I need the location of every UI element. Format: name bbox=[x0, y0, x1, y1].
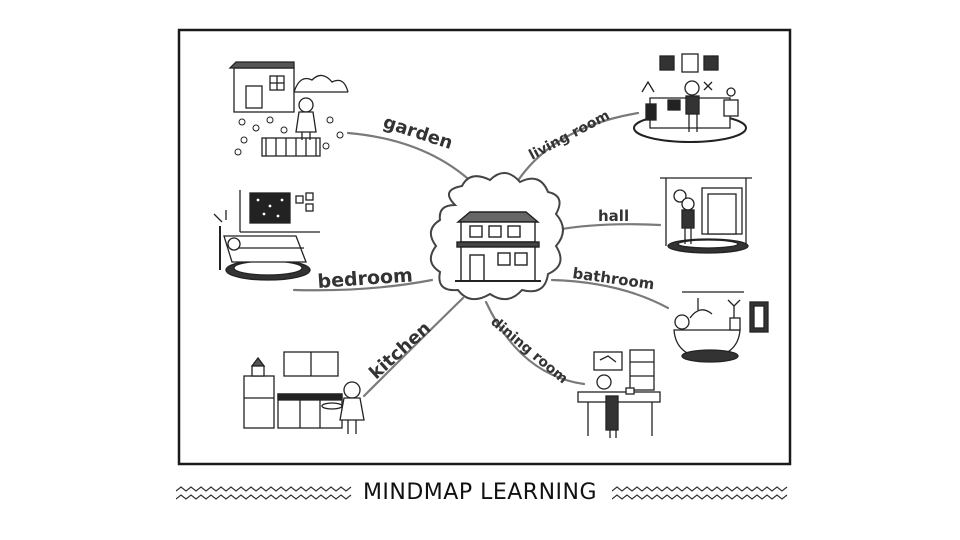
footer-title: MINDMAP LEARNING bbox=[356, 480, 604, 505]
branch-label-kitchen: kitchen bbox=[365, 318, 435, 384]
living-room-scene-icon bbox=[633, 53, 747, 143]
connector-dining-room bbox=[484, 300, 586, 386]
hall-scene-icon bbox=[660, 177, 752, 254]
connector-living-room bbox=[510, 111, 640, 192]
kitchen-scene-icon bbox=[243, 351, 365, 434]
garden-scene-icon bbox=[228, 61, 349, 157]
connector-hall bbox=[554, 223, 662, 232]
bedroom-scene-icon bbox=[213, 190, 320, 281]
center-node bbox=[429, 172, 564, 301]
diagram-frame bbox=[177, 28, 792, 466]
branch-label-dining-room: dining room bbox=[487, 314, 570, 387]
connector-bedroom bbox=[292, 278, 434, 292]
footer-zigzag-right bbox=[612, 486, 788, 500]
connector-lines bbox=[292, 111, 670, 398]
dining-room-scene-icon bbox=[577, 349, 661, 438]
connector-bathroom bbox=[550, 278, 670, 310]
branch-label-hall: hall bbox=[598, 207, 629, 225]
footer-zigzag-left bbox=[176, 486, 352, 500]
connector-kitchen bbox=[362, 296, 465, 398]
house-icon bbox=[455, 211, 541, 282]
connector-garden bbox=[346, 131, 480, 190]
branch-label-bathroom: bathroom bbox=[571, 264, 655, 293]
bathroom-scene-icon bbox=[673, 291, 769, 363]
branch-label-bedroom: bedroom bbox=[317, 264, 414, 293]
branch-label-living-room: living room bbox=[526, 108, 612, 164]
